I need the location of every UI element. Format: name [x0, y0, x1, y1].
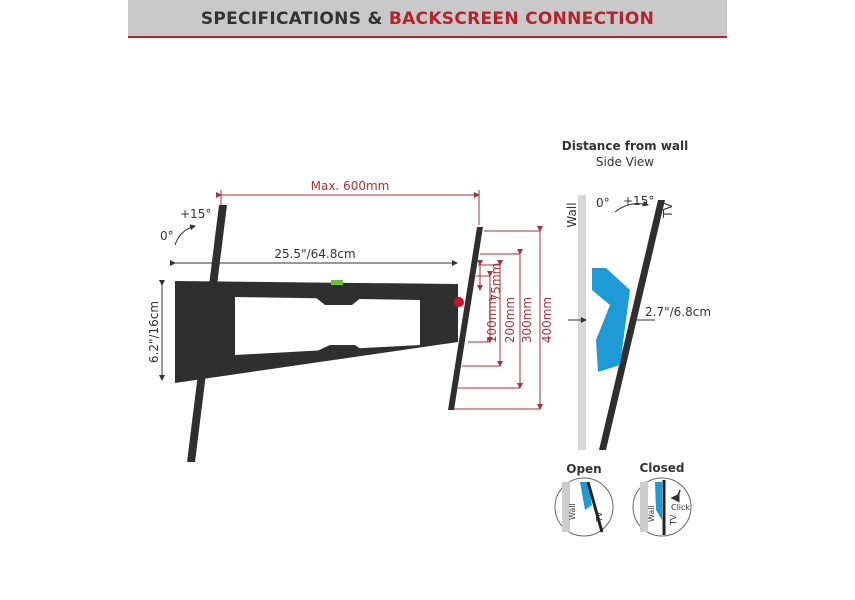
- tilt-start-label: 0°: [160, 229, 174, 243]
- section-header: SPECIFICATIONS & BACKSCREEN CONNECTION: [128, 0, 727, 38]
- height-label: 6.2"/16cm: [147, 301, 161, 363]
- vesa-75-label: 75mm: [489, 263, 503, 302]
- click-arrow-icon: [670, 489, 681, 503]
- tv-label: TV: [661, 201, 675, 218]
- vesa-100-label: 100mm: [485, 297, 499, 343]
- side-tilt-max-label: +15°: [623, 194, 654, 208]
- header-title-part2: BACKSCREEN CONNECTION: [388, 9, 655, 29]
- closed-wall-label: Wall: [647, 505, 656, 522]
- max-width-label: Max. 600mm: [311, 179, 390, 193]
- side-view-subtitle: Side View: [596, 155, 654, 169]
- open-label: Open: [566, 462, 601, 476]
- closed-label: Closed: [639, 461, 684, 475]
- header-title-part1: SPECIFICATIONS &: [200, 9, 389, 29]
- tv-arm-left: [187, 205, 227, 462]
- mount-clip-side-graphic: [592, 268, 630, 372]
- tilt-max-label: +15°: [180, 207, 211, 221]
- open-tv-label: TV: [595, 511, 604, 523]
- side-tilt-arrow-icon: [614, 200, 649, 213]
- release-knob-icon: [454, 297, 464, 307]
- vesa-dimensions: [454, 226, 543, 410]
- closed-detail-circle: Wall TV Click: [632, 477, 692, 537]
- wall-distance-label: 2.7"/6.8cm: [645, 305, 711, 319]
- vesa-200-label: 200mm: [503, 297, 517, 343]
- spirit-level-icon: [331, 280, 343, 285]
- side-tilt-start-label: 0°: [596, 196, 610, 210]
- closed-tv-label: TV: [669, 514, 678, 526]
- tilt-arrow-icon: [174, 224, 196, 246]
- tv-side-graphic: [599, 200, 665, 450]
- wall-label: Wall: [565, 202, 579, 227]
- vesa-400-label: 400mm: [540, 297, 554, 343]
- side-view-title: Distance from wall: [562, 139, 689, 153]
- width-label: 25.5"/64.8cm: [274, 247, 355, 261]
- wall-plate: [175, 280, 464, 383]
- vesa-300-label: 300mm: [520, 297, 534, 343]
- tv-arm-right: [448, 227, 483, 410]
- click-label: Click: [671, 503, 690, 512]
- open-detail-circle: Wall TV: [554, 477, 614, 537]
- open-wall-label: Wall: [568, 503, 577, 520]
- wall-graphic: [578, 195, 586, 450]
